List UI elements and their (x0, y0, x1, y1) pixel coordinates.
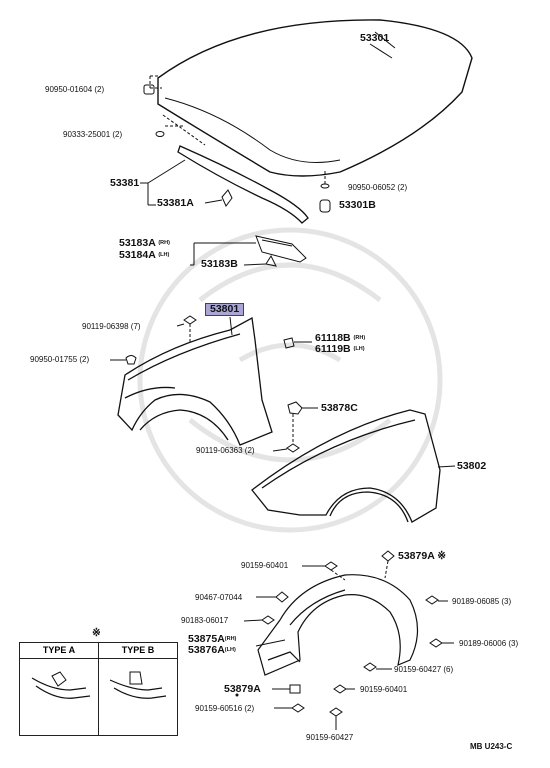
fender-53802 (251, 409, 441, 523)
fender-53801 (117, 316, 273, 446)
label-53878c: 53878C (321, 402, 358, 414)
screw-60427-6 (363, 662, 377, 672)
clip-25001 (155, 131, 165, 137)
label-53381a: 53381A (157, 197, 194, 209)
clip-53879a (289, 684, 301, 694)
screw-60427 (329, 707, 343, 717)
label-53184a: 53184A (LH) (119, 249, 170, 261)
label-90159-60427: 90159-60427 (306, 733, 354, 742)
legend-header-type-b: TYPE B (99, 643, 177, 659)
clip-53183b (265, 254, 277, 267)
nut-01755 (125, 355, 137, 365)
label-53183b: 53183B (201, 258, 238, 270)
label-53875a: 53875A(RH) (188, 633, 237, 645)
legend-divider (98, 643, 99, 735)
label-53802: 53802 (457, 460, 487, 472)
clip-type-legend: TYPE A TYPE B (19, 642, 178, 736)
bumper-01604 (143, 84, 155, 95)
label-61118b: 61118B (RH) (315, 332, 366, 344)
label-53876a: 53876A(LH) (188, 644, 236, 656)
clip-06006 (429, 638, 443, 648)
label-90189-06006: 90189-06006 (3) (459, 639, 519, 648)
diagram-code: MB U243-C (470, 742, 513, 751)
label-90159-60516: 90159-60516 (2) (195, 704, 255, 713)
legend-mark: ※ (92, 627, 101, 639)
label-53879a-mark: 53879A ※ (398, 550, 447, 562)
legend-clip-type-a (31, 671, 91, 699)
legend-col-type-b: TYPE B (99, 643, 177, 735)
label-53801: 53801 (205, 303, 245, 316)
label-53183a: 53183A (RH) (119, 237, 170, 249)
label-90183-06017: 90183-06017 (181, 616, 229, 625)
label-90159-60401-bottom: 90159-60401 (360, 685, 408, 694)
bumper-53301b (319, 199, 331, 213)
legend-clip-type-b (109, 671, 167, 699)
label-53879a: 53879A (224, 683, 261, 695)
clip-60401b (333, 684, 347, 694)
bracket-53183a (255, 235, 307, 263)
label-90119-06363: 90119-06363 (2) (196, 446, 255, 455)
label-61119b: 61119B (LH) (315, 343, 365, 355)
hood-panel (157, 19, 473, 177)
label-90189-06085: 90189-06085 (3) (452, 597, 512, 606)
label-90159-60427-6: 90159-60427 (6) (394, 665, 454, 674)
legend-col-type-a: TYPE A (20, 643, 98, 735)
label-53381: 53381 (110, 177, 140, 189)
cushion-06052 (320, 183, 330, 189)
clip-60401a (324, 561, 338, 571)
watermark-emblem (137, 227, 443, 533)
label-90333-25001: 90333-25001 (2) (63, 130, 123, 139)
label-53301b: 53301B (339, 199, 376, 211)
clip-53878c (287, 401, 303, 415)
clip-53879a-top (381, 550, 395, 562)
bolt-06398 (183, 315, 197, 325)
label-90950-06052: 90950-06052 (2) (348, 183, 408, 192)
screw-60516 (291, 703, 305, 713)
label-90950-01755: 90950-01755 (2) (30, 355, 90, 364)
clip-06085 (425, 595, 439, 605)
part-61118b (283, 337, 295, 349)
label-90119-06398: 90119-06398 (7) (82, 322, 141, 331)
screw-06017 (261, 615, 275, 625)
label-90159-60401-top: 90159-60401 (241, 561, 289, 570)
hood-seal (177, 145, 309, 224)
bolt-06363 (286, 443, 300, 453)
legend-header-type-a: TYPE A (20, 643, 98, 659)
label-90467-07044: 90467-07044 (195, 593, 243, 602)
label-53301: 53301 (360, 32, 390, 44)
fender-liner (257, 574, 419, 676)
clip-07044 (275, 591, 289, 603)
clip-53381a (221, 189, 233, 207)
label-90950-01604: 90950-01604 (2) (45, 85, 105, 94)
